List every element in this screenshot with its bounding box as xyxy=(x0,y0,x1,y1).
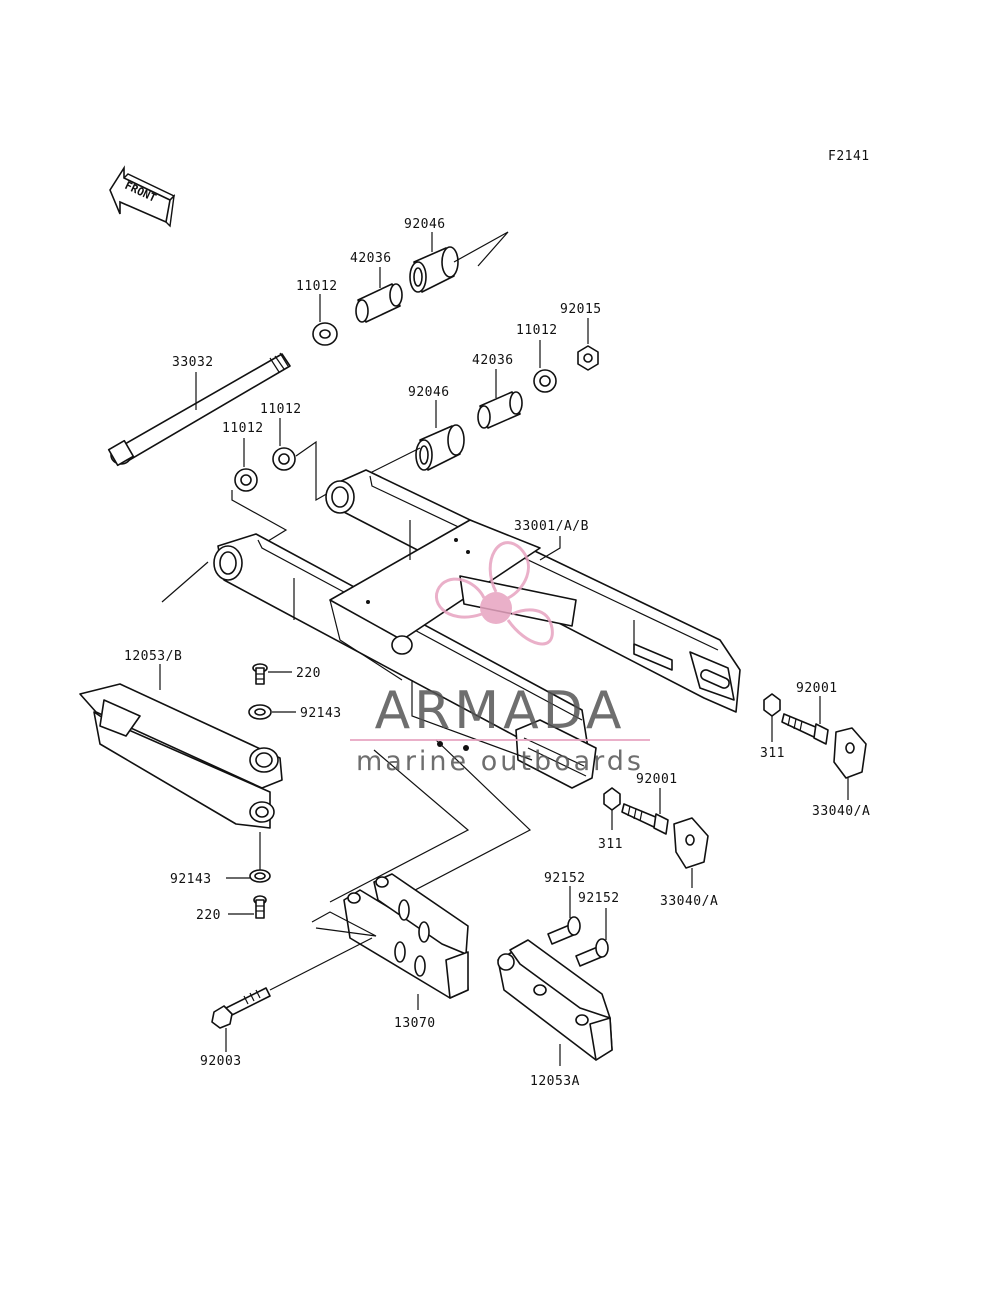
watermark: ARMADA marine outboards xyxy=(350,541,650,777)
label-92001-a: 92001 xyxy=(796,681,838,696)
sleeve-42036-right xyxy=(477,391,523,429)
label-92143-a: 92143 xyxy=(300,706,342,721)
nut-311-left xyxy=(603,787,621,811)
label-220-b: 220 xyxy=(196,908,221,923)
watermark-tagline: marine outboards xyxy=(356,746,644,777)
pivot-shaft xyxy=(107,352,291,467)
guide-line-d xyxy=(311,911,377,937)
collar-11012-top xyxy=(312,322,338,346)
bearing-92046-right xyxy=(415,424,465,471)
label-42036-a: 42036 xyxy=(350,251,392,266)
watermark-brand: ARMADA xyxy=(375,681,626,741)
label-92152-a: 92152 xyxy=(544,871,586,886)
figure-code: F2141 xyxy=(828,149,870,164)
guide-line-a xyxy=(411,680,533,761)
chain-slider xyxy=(79,683,283,829)
axis-line-left xyxy=(231,490,288,547)
label-92015: 92015 xyxy=(560,302,602,317)
pin-92152-upper xyxy=(547,916,581,945)
label-311-a: 311 xyxy=(760,746,785,761)
label-11012-d: 11012 xyxy=(222,421,264,436)
label-33040-b: 33040/A xyxy=(660,894,718,909)
axis-line-left-ext xyxy=(161,561,209,603)
collar-11012-left-upper xyxy=(272,447,296,471)
screw-220-upper xyxy=(252,663,268,685)
bolt-92001-right xyxy=(781,713,829,745)
guide-line-c xyxy=(395,739,532,901)
label-42036-b: 42036 xyxy=(472,353,514,368)
label-11012-b: 11012 xyxy=(516,323,558,338)
label-92003: 92003 xyxy=(200,1054,242,1069)
label-11012-c: 11012 xyxy=(260,402,302,417)
label-92152-b: 92152 xyxy=(578,891,620,906)
plate-33040a-left xyxy=(673,817,709,869)
label-12053a: 12053A xyxy=(530,1074,580,1089)
chain-guide-12053a xyxy=(497,939,613,1061)
label-33032: 33032 xyxy=(172,355,214,370)
propeller-logo-icon xyxy=(435,541,554,646)
front-arrow-icon: FRONT xyxy=(109,165,176,228)
label-33001: 33001/A/B xyxy=(514,519,589,534)
nut-92015 xyxy=(577,345,599,371)
washer-92143-upper xyxy=(248,704,272,720)
axis-line-top xyxy=(453,231,509,267)
label-33040-a: 33040/A xyxy=(812,804,870,819)
bolt-92003 xyxy=(211,937,373,1029)
bolt-92001-left xyxy=(621,803,669,835)
label-11012-a: 11012 xyxy=(296,279,338,294)
label-311-b: 311 xyxy=(598,837,623,852)
collar-11012-right xyxy=(533,369,557,393)
leader-33001 xyxy=(539,536,561,561)
guide-line-b xyxy=(329,749,470,903)
label-220-a: 220 xyxy=(296,666,321,681)
swing-arm xyxy=(213,469,741,789)
washer-92143-lower xyxy=(249,869,271,883)
label-92001-b: 92001 xyxy=(636,772,678,787)
screw-220-lower xyxy=(253,895,267,919)
axis-line-mid xyxy=(295,440,331,502)
chain-guide xyxy=(343,873,469,999)
label-92143-b: 92143 xyxy=(170,872,212,887)
collar-11012-left-lower xyxy=(234,468,258,492)
pin-92152-lower xyxy=(575,938,609,967)
label-13070: 13070 xyxy=(394,1016,436,1031)
label-12053b: 12053/B xyxy=(124,649,182,664)
label-92046-a: 92046 xyxy=(404,217,446,232)
nut-311-right xyxy=(763,693,781,717)
bearing-92046-top xyxy=(409,246,459,293)
plate-33040a-right xyxy=(833,727,867,779)
sleeve-42036-top xyxy=(355,283,403,323)
label-92046-b: 92046 xyxy=(408,385,450,400)
